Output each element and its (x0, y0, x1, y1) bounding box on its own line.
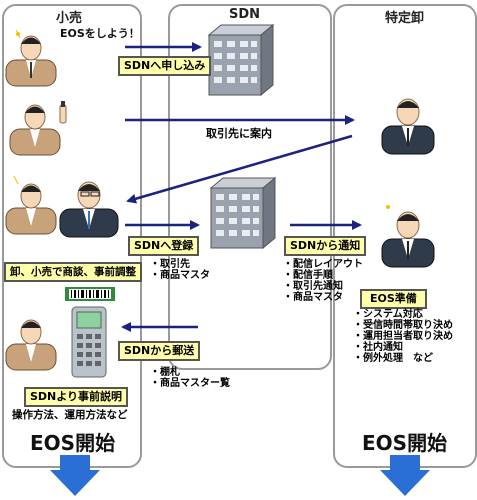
list-item: ・商品マスタ (150, 270, 210, 281)
lane-title-sdn: SDN (229, 7, 261, 22)
list-item: ・配信手順 (283, 270, 333, 281)
flow-label-mail: SDNから郵送 (118, 341, 201, 361)
list-item: ・商品マスター覧 (150, 378, 230, 389)
pre-adjust-label: 卸、小売で商談、事前調整 (4, 262, 142, 282)
eos-start-right: EOS開始 (362, 431, 448, 455)
flow-label-apply: SDNへ申し込み (118, 56, 212, 76)
list-item: ・運用担当者取り決め (353, 331, 453, 342)
list-item: ・受信時間帯取り決め (353, 320, 453, 331)
down-arrow-right-icon (380, 455, 430, 496)
mail-item-list: ・棚札 ・商品マスター覧 (150, 367, 230, 389)
list-item: ・棚札 (150, 367, 180, 378)
speech-bubble: EOSをしよう！ (60, 27, 140, 40)
retail-person-scanner-icon (5, 319, 57, 371)
pre-explain-detail: 操作方法、運用方法など (12, 409, 128, 421)
retail-person-phone-icon (9, 101, 67, 156)
eos-start-left: EOS開始 (30, 431, 116, 455)
register-item-list: ・取引先 ・商品マスタ (150, 259, 210, 281)
wholesale-person-icon-2 (381, 205, 435, 268)
flow-label-guide: 取引先に案内 (206, 127, 272, 140)
list-item: ・社内通知 (353, 342, 403, 353)
down-arrow-left-icon (50, 455, 100, 496)
eos-prep-list: ・システム対応 ・受信時間帯取り決め ・運用担当者取り決め ・社内通知 ・例外処… (353, 309, 453, 364)
sdn-building-icon-2 (209, 176, 277, 250)
handheld-terminal-icon (71, 306, 107, 378)
list-item: ・商品マスタ (283, 292, 343, 303)
lane-title-wholesale: 特定卸 (385, 11, 425, 26)
arrow-to-retail (126, 134, 353, 204)
notify-item-list: ・配信レイアウト ・配信手順 ・取引先通知 ・商品マスタ (283, 259, 363, 303)
list-item: ・例外処理 など (353, 353, 433, 364)
eos-prep-title: EOS準備 (360, 289, 427, 309)
list-item: ・取引先通知 (283, 281, 343, 292)
sdn-building-icon (207, 23, 275, 97)
lane-title-retail: 小売 (56, 11, 83, 26)
barcode-icon (65, 287, 115, 301)
flow-label-notify: SDNから通知 (284, 236, 367, 256)
flow-label-register: SDNへ登録 (128, 236, 200, 256)
wholesale-person-meeting-icon (59, 181, 119, 238)
list-item: ・取引先 (150, 259, 190, 270)
wholesale-person-icon (381, 98, 435, 155)
list-item: ・配信レイアウト (283, 259, 363, 270)
retail-person-meeting-icon (5, 175, 57, 235)
retail-person-icon (5, 29, 57, 87)
list-item: ・システム対応 (353, 309, 423, 320)
pre-explain-title: SDNより事前説明 (24, 387, 129, 407)
